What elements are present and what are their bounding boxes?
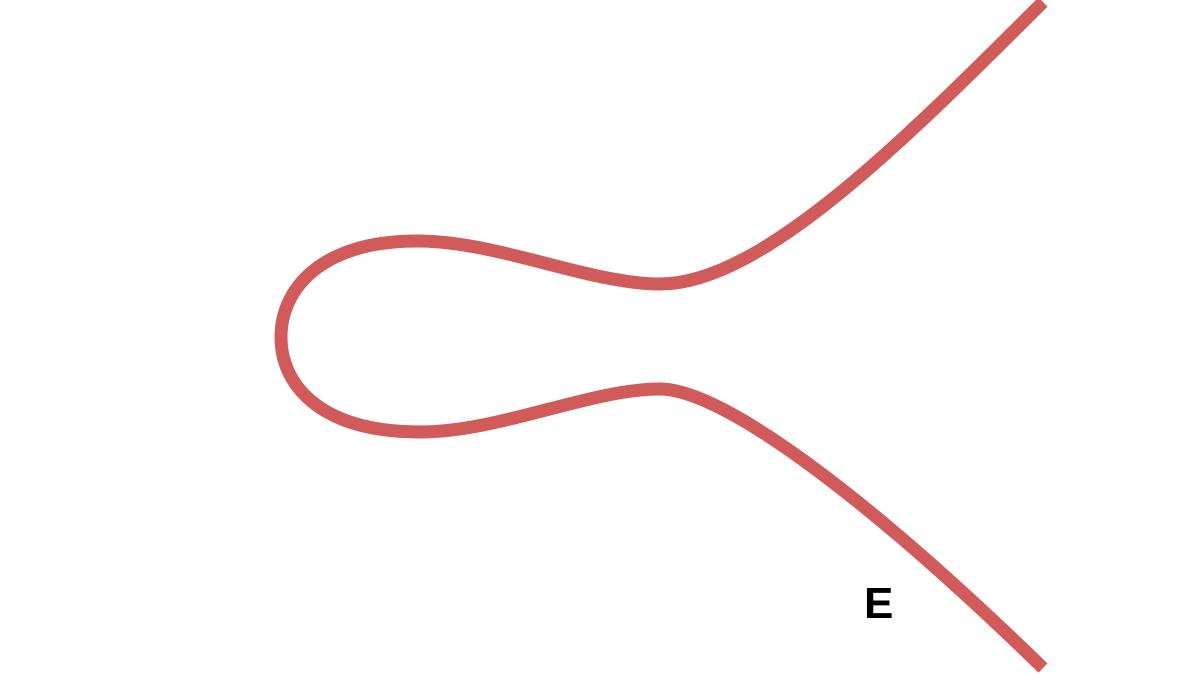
curve-label: E [864, 579, 894, 628]
curve-E [274, 0, 1048, 673]
